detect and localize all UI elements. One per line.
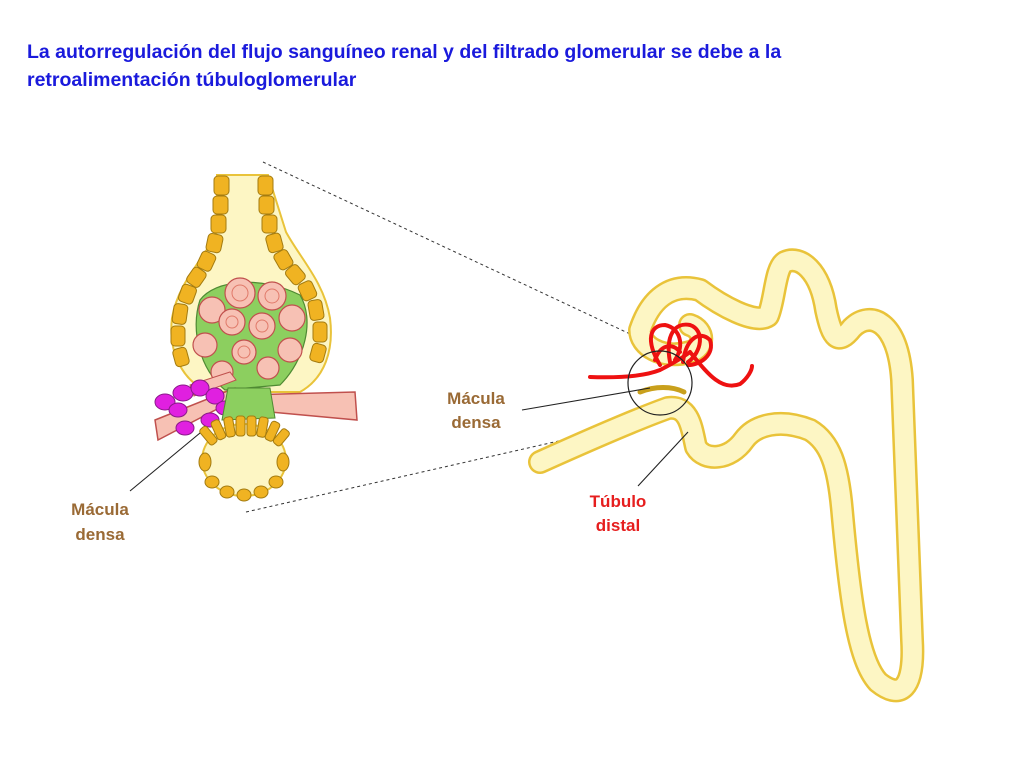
nephron <box>528 248 925 703</box>
juxtaglomerular-apparatus <box>154 174 358 502</box>
macula-densa-segment <box>637 385 687 395</box>
distal-tubule-section <box>198 415 290 502</box>
zoom-lines <box>245 161 661 513</box>
label-tubulo-line2: distal <box>596 516 640 535</box>
title-line-1: La autorregulación del flujo sanguíneo r… <box>27 41 782 63</box>
glomerular-tuft <box>192 277 308 391</box>
label-macula-left-line2: densa <box>75 525 125 544</box>
extraglomerular-mesangium <box>221 387 276 421</box>
label-tubulo-line1: Túbulo <box>590 492 647 511</box>
label-macula-right-line1: Mácula <box>447 389 505 408</box>
label-macula-left-line1: Mácula <box>71 500 129 519</box>
page-title: La autorregulación del flujo sanguíneo r… <box>27 38 987 94</box>
leader-lines <box>129 387 689 492</box>
label-macula-right-line2: densa <box>451 413 501 432</box>
granular-cells <box>154 379 235 436</box>
label-macula-densa-left: Mácula densa <box>71 500 129 544</box>
title-line-2: retroalimentación túbuloglomerular <box>27 69 357 91</box>
capsule-cells-right <box>257 175 328 364</box>
capsule-cells-left <box>170 175 230 368</box>
juxtaglomerular-region-circle <box>627 350 693 416</box>
glomerulus-capillaries <box>588 322 754 388</box>
label-tubulo-distal: Túbulo distal <box>590 492 647 535</box>
label-macula-densa-right: Mácula densa <box>447 389 505 432</box>
